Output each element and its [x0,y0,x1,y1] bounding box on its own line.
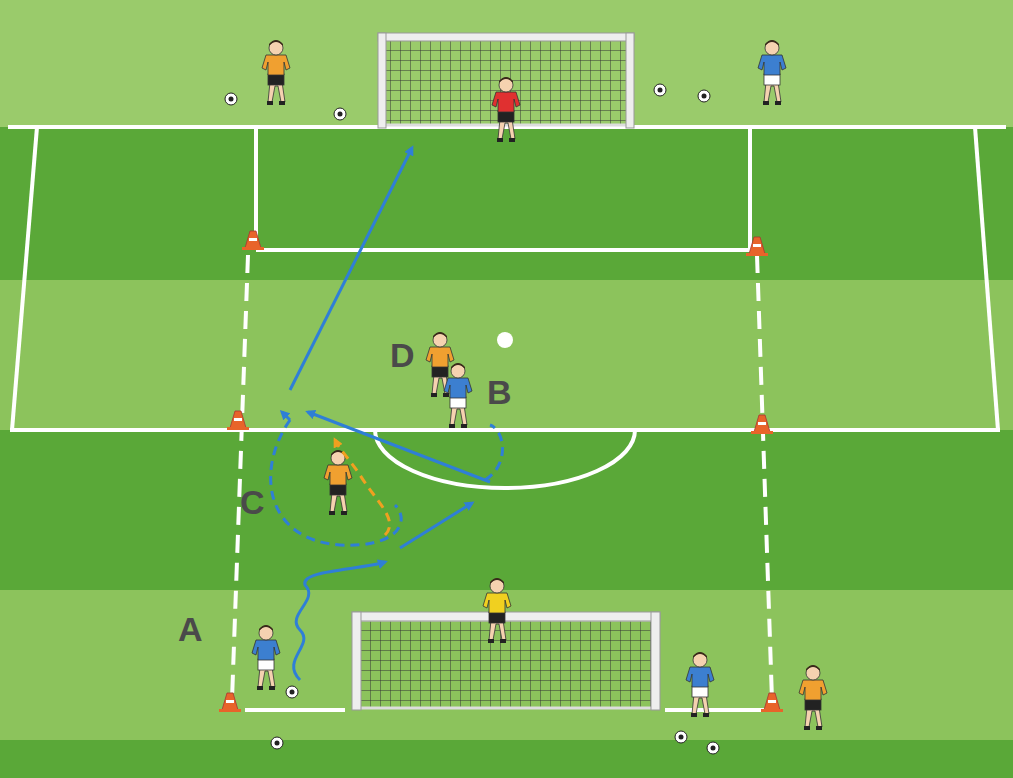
player-label: B [487,375,512,409]
player-label: C [240,485,265,519]
player-label: D [390,338,415,372]
player-label: A [178,612,203,646]
